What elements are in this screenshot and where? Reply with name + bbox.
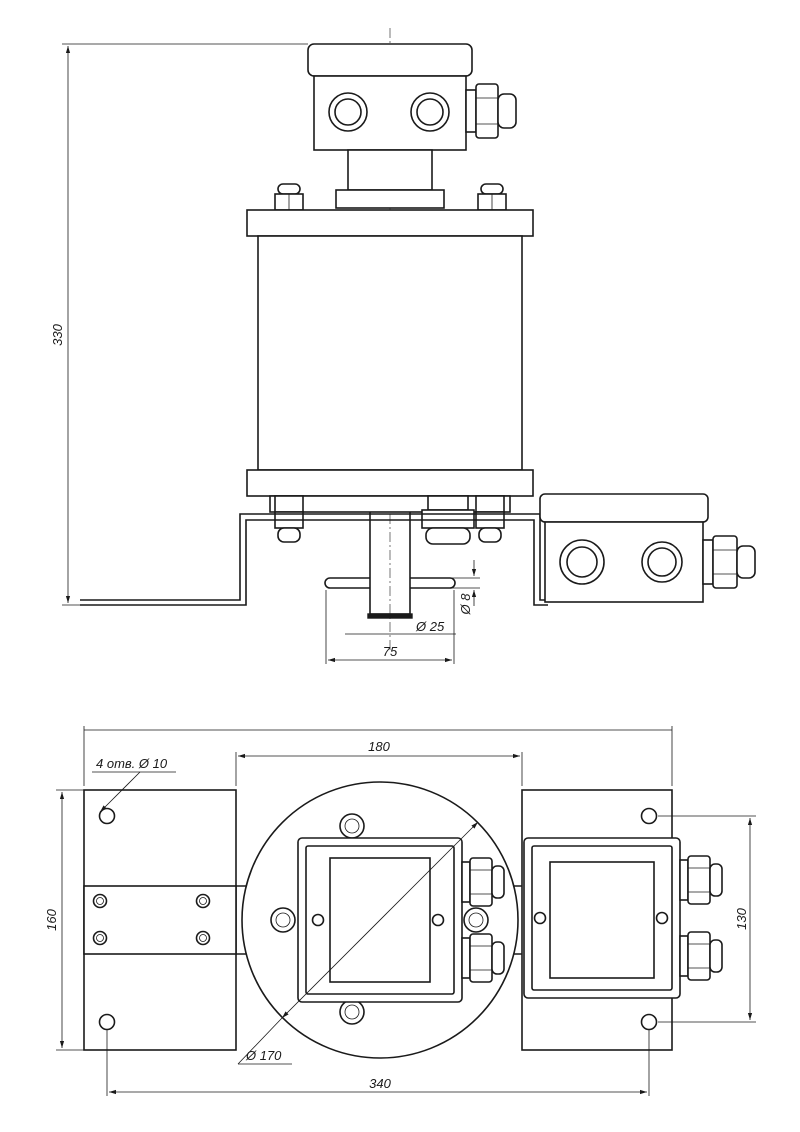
top-junction-box — [307, 43, 517, 151]
top-extension-line — [83, 726, 673, 786]
center-box-gland-bottom — [461, 933, 505, 983]
dim-pipe-large-label: Ø 25 — [415, 619, 445, 634]
side-nozzle-left — [324, 577, 370, 589]
side-box-cable-gland — [702, 535, 756, 589]
dimension-diam-170: Ø 170 — [237, 821, 479, 1065]
top-box-port-left — [328, 92, 368, 132]
neck-upper — [347, 149, 433, 191]
outlet-pipe — [324, 512, 456, 619]
dim-total-length-label: 340 — [369, 1076, 391, 1091]
band-bolt-1 — [92, 893, 108, 909]
side-nozzle-right — [410, 577, 456, 589]
bottom-flange — [246, 469, 534, 497]
band-bolt-4 — [195, 930, 211, 946]
bottom-bolt-left — [274, 495, 304, 543]
band-bolt-2 — [195, 893, 211, 909]
right-box-screw-left — [533, 911, 547, 925]
dimension-340: 340 — [106, 1030, 650, 1096]
side-box-port-left — [559, 539, 605, 585]
plan-view: 180 4 отв. Ø 10 160 130 Ø 170 — [44, 726, 756, 1096]
side-junction-box — [539, 493, 756, 603]
dimension-130: 130 — [658, 815, 756, 1023]
dimension-diam-25: Ø 25 — [345, 619, 456, 635]
holes-leader: 4 отв. Ø 10 — [92, 756, 176, 813]
dimension-160: 160 — [44, 789, 84, 1051]
dimension-75: 75 — [325, 590, 455, 664]
left-plate-band — [83, 885, 237, 955]
top-box-port-right — [410, 92, 450, 132]
top-box-lid — [307, 43, 473, 77]
side-box-body — [544, 521, 704, 603]
dim-flange-label: 180 — [368, 739, 390, 754]
dim-height-label: 330 — [50, 323, 65, 345]
right-mounting-plate — [521, 789, 723, 1051]
left-plate-hole-bottom — [98, 1013, 116, 1031]
mounting-bracket-inner — [80, 519, 548, 606]
top-box-cable-gland — [465, 83, 517, 139]
right-box-gland-bottom — [679, 931, 723, 981]
dimension-330: 330 — [50, 43, 308, 606]
center-box-gland-top — [461, 857, 505, 907]
dim-height-label-plan: 160 — [44, 908, 59, 930]
dim-pipe-small-label: Ø 8 — [458, 593, 473, 616]
neck — [335, 149, 445, 209]
dim-holes-label: 4 отв. Ø 10 — [96, 756, 168, 771]
left-mounting-plate — [83, 789, 237, 1051]
band-bolt-3 — [92, 930, 108, 946]
neck-collar — [335, 189, 445, 209]
right-box-gland-top — [679, 855, 723, 905]
right-plate-hole-bottom — [640, 1013, 658, 1031]
dim-diameter-label: Ø 170 — [245, 1048, 282, 1063]
bottom-bolt-right — [475, 495, 505, 543]
dimension-diam-8: Ø 8 — [452, 560, 480, 615]
left-plate-hole-top — [98, 807, 116, 825]
top-bolt-left — [274, 183, 304, 211]
side-elevation-view: 330 Ø 8 Ø 25 75 — [50, 28, 756, 664]
right-box-screw-right — [655, 911, 669, 925]
dim-width-label: 75 — [383, 644, 398, 659]
top-flange — [246, 209, 534, 237]
pipe-ring — [367, 613, 413, 619]
mounting-bracket — [80, 513, 548, 601]
top-bolt-right — [477, 183, 507, 211]
dimension-180: 180 — [235, 739, 523, 786]
cylinder — [257, 235, 523, 471]
right-box-inner — [549, 861, 655, 979]
side-box-port-right — [641, 541, 683, 583]
right-plate-hole-top — [640, 807, 658, 825]
cylinder-body — [246, 209, 534, 497]
side-box-lid — [539, 493, 709, 523]
dim-hole-spacing-label: 130 — [734, 907, 749, 929]
